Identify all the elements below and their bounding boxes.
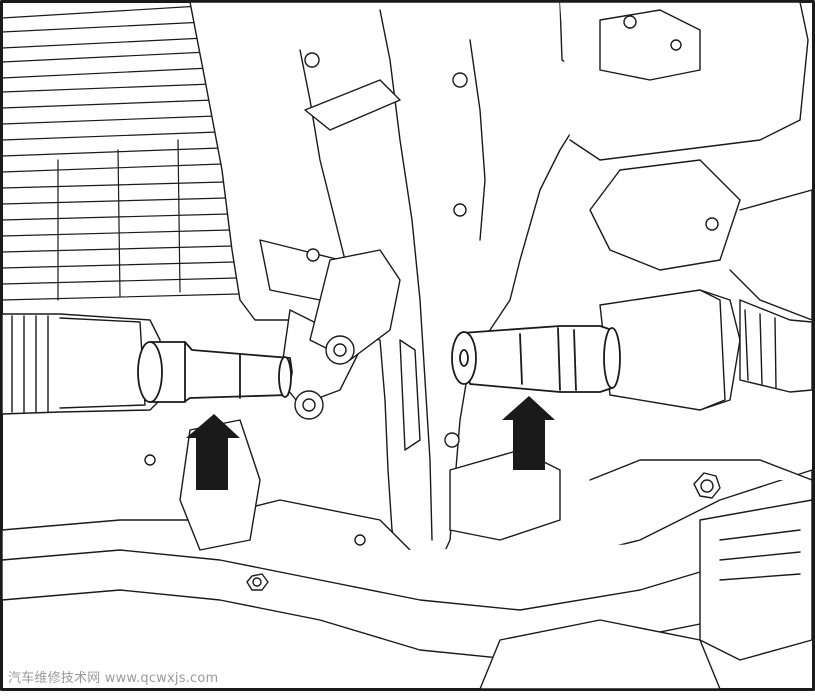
watermark-text: 汽车维修技术网 www.qcwxjs.com <box>8 671 219 686</box>
housing-bolts <box>294 52 468 448</box>
transmission-housing <box>189 1 586 563</box>
lower-right-structure <box>479 499 813 690</box>
right-drive-shaft <box>599 289 813 411</box>
arrows <box>186 396 555 490</box>
right-up-arrow <box>502 396 555 470</box>
left-up-arrow <box>186 414 240 490</box>
right-seal-tool <box>451 325 621 393</box>
left-drive-shaft <box>1 313 161 415</box>
left-seal-tool <box>137 341 293 403</box>
subframe <box>1 419 813 661</box>
right-upper-assembly <box>559 1 813 321</box>
radiator <box>1 5 239 301</box>
